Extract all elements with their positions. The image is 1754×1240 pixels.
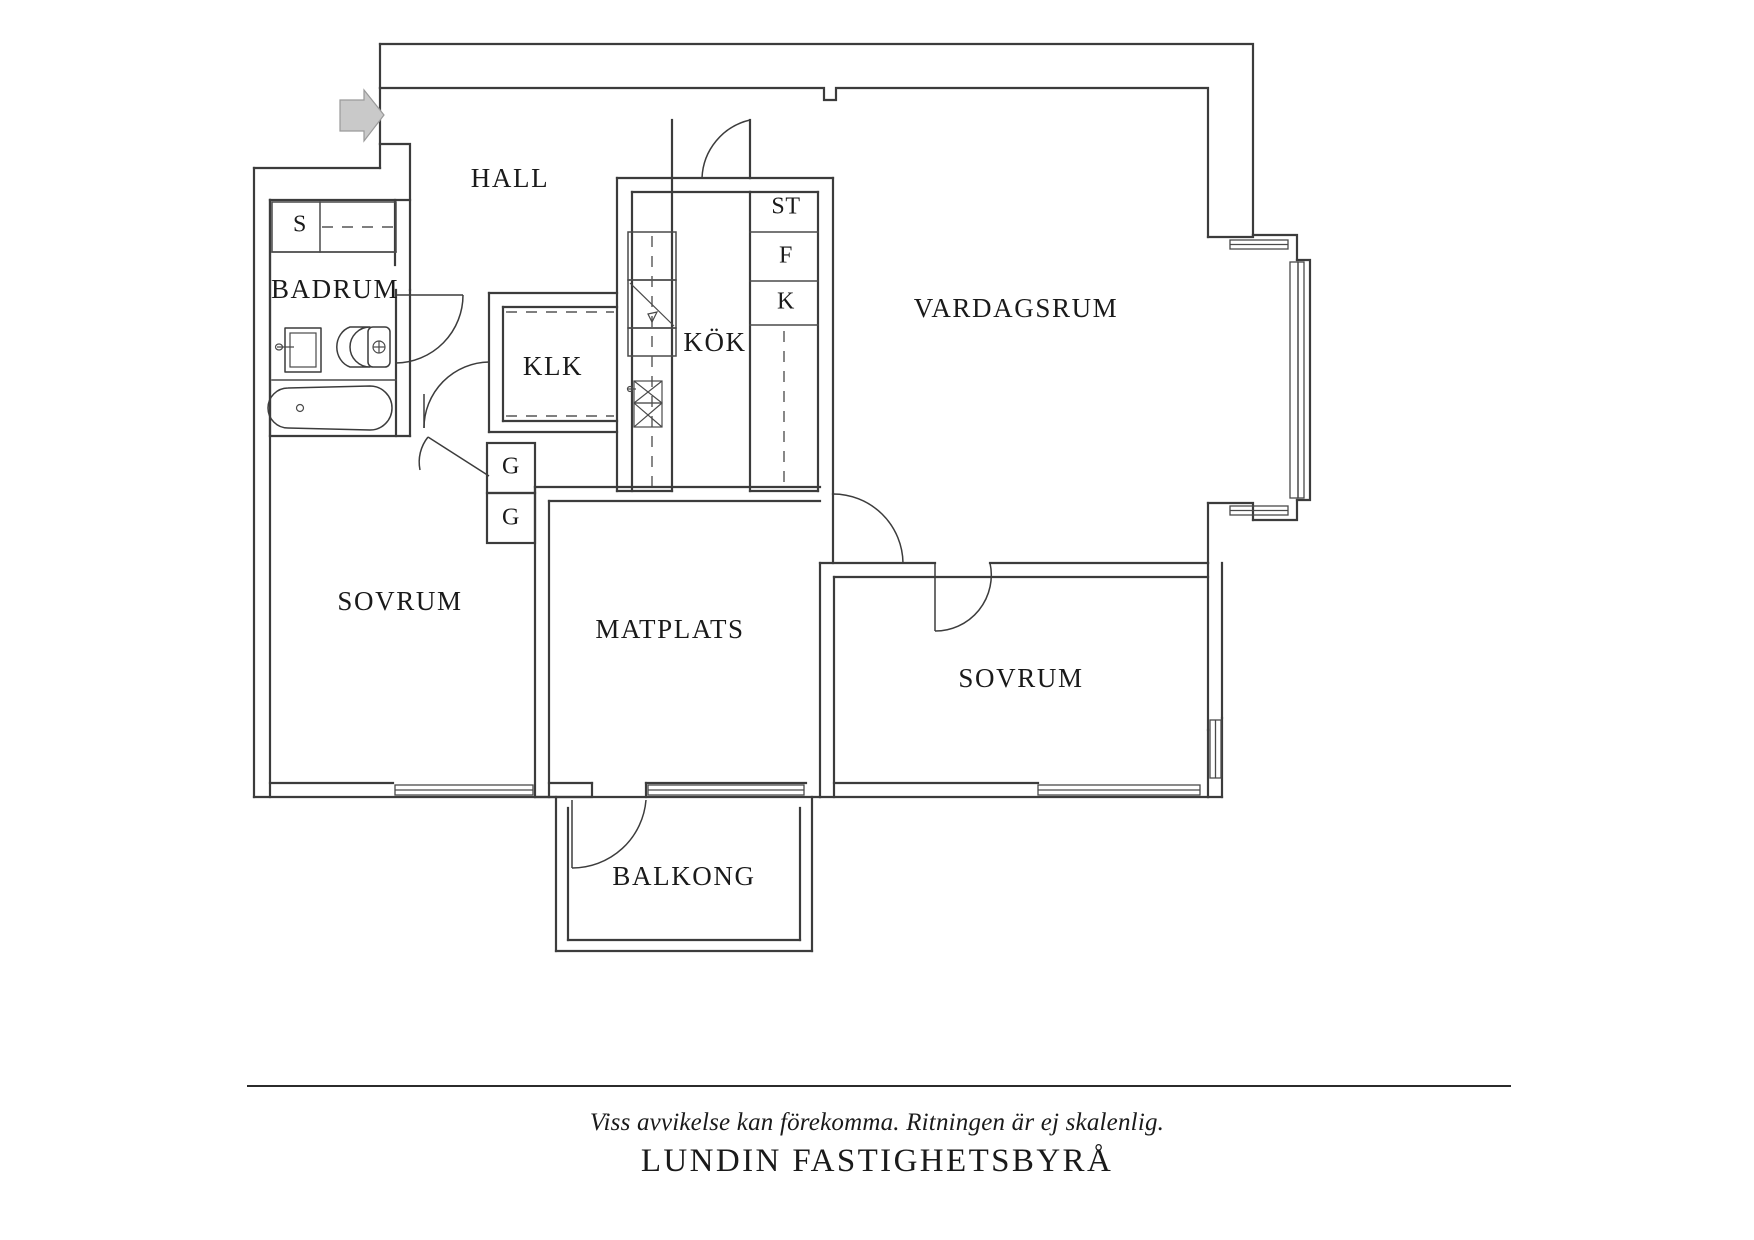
footer: Viss avvikelse kan förekomma. Ritningen … — [0, 1108, 1754, 1180]
door-livingroom-to-bedroom — [934, 562, 993, 632]
door-balcony — [571, 799, 647, 869]
room-label-balkong: BALKONG — [612, 861, 755, 891]
fixture-label-fridge: K — [777, 289, 795, 315]
room-label-matplats: MATPLATS — [595, 614, 744, 644]
kitchen-walls — [615, 118, 835, 496]
room-label-vardagsrum: VARDAGSRUM — [914, 293, 1119, 323]
fixture-label-closet1: G — [502, 454, 520, 480]
room-label-kok: KÖK — [683, 327, 746, 357]
footer-disclaimer: Viss avvikelse kan förekomma. Ritningen … — [589, 1109, 1165, 1136]
fixture-label-shower: S — [293, 212, 307, 238]
dining-area-walls — [394, 485, 822, 799]
footer-divider — [247, 1085, 1511, 1087]
fixture-label-storage: ST — [771, 194, 800, 220]
bathroom-walls — [268, 198, 412, 438]
room-label-sovrum-right: SOVRUM — [958, 663, 1083, 693]
room-labels: HALL BADRUM KLK KÖK VARDAGSRUM SOVRUM MA… — [271, 163, 1119, 891]
fixture-label-closet2: G — [502, 505, 520, 531]
room-label-klk: KLK — [523, 351, 583, 381]
right-bedroom-walls — [818, 561, 1224, 799]
door-walkin-closet — [423, 361, 490, 429]
door-hall-lower — [418, 436, 490, 477]
bay-window-assembly — [1206, 233, 1312, 565]
door-bathroom — [395, 294, 464, 364]
room-label-badrum: BADRUM — [271, 274, 399, 304]
entry-arrow — [339, 88, 385, 143]
room-label-hall: HALL — [471, 163, 549, 193]
balcony-walls — [554, 795, 814, 953]
fixture-label-freezer: F — [779, 243, 793, 269]
walkin-closet-walls — [487, 291, 619, 434]
footer-company-name: LUNDIN FASTIGHETSBYRÅ — [640, 1143, 1114, 1179]
room-label-sovrum-left: SOVRUM — [337, 586, 462, 616]
door-kitchen-to-livingroom — [831, 492, 904, 565]
bathroom-fixtures — [267, 201, 397, 431]
outer-walls — [252, 42, 1255, 799]
fixture-labels: S ST F K G G — [293, 194, 800, 531]
